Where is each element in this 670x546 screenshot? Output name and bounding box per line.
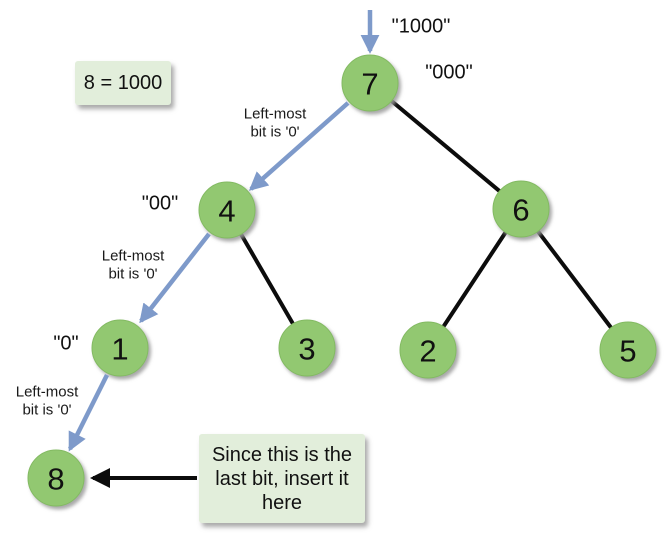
step-label-3-line2: bit is '0' [22, 401, 72, 418]
node-8-circle [27, 449, 85, 507]
step-label-1: Left-most bit is '0' [244, 106, 307, 141]
bits-label-00: "00" [141, 192, 179, 215]
bits-label-000: "000" [425, 61, 473, 84]
edge-7-6 [368, 81, 523, 211]
node-1-label: 1 [111, 331, 129, 367]
insert-arrow-4-1-icon [139, 232, 211, 324]
node-5-label: 5 [619, 333, 637, 369]
step-label-1-line1: Left-most [243, 105, 307, 123]
incoming-bits-label: "1000" [391, 15, 451, 38]
step-label-2: Left-most bit is '0' [102, 248, 165, 283]
step-label-2-line2: bit is '0' [108, 265, 158, 282]
callout-line1: Since this is the [211, 443, 353, 466]
insert-arrow-7-4-icon [248, 101, 350, 191]
edge-6-5 [519, 207, 630, 352]
node-7-circle [341, 54, 399, 112]
callout-box: Since this is the last bit, insert it he… [199, 434, 365, 523]
step-label-1-line2: bit is '0' [250, 123, 300, 140]
node-2-circle [399, 321, 457, 379]
callout-line2: last bit, insert it [215, 467, 349, 490]
step-label-3-line1: Left-most [15, 383, 79, 401]
legend-box: 8 = 1000 [75, 61, 171, 105]
step-label-3: Left-most bit is '0' [16, 384, 79, 419]
node-3-circle [278, 319, 336, 377]
node-5-circle [599, 321, 657, 379]
legend-text: 8 = 1000 [83, 71, 163, 94]
node-6-label: 6 [512, 192, 530, 228]
node-2-label: 2 [419, 333, 437, 369]
insert-arrow-1-8-icon [67, 373, 110, 452]
step-label-2-line1: Left-most [101, 247, 165, 265]
node-6-circle [492, 180, 550, 238]
node-4-label: 4 [218, 193, 236, 229]
node-8-label: 8 [47, 461, 65, 497]
node-4-circle [198, 181, 256, 239]
bits-label-0: "0" [53, 332, 79, 355]
node-7-label: 7 [361, 66, 379, 102]
node-3-label: 3 [298, 331, 316, 367]
callout-line3: here [261, 491, 303, 514]
node-1-circle [91, 319, 149, 377]
